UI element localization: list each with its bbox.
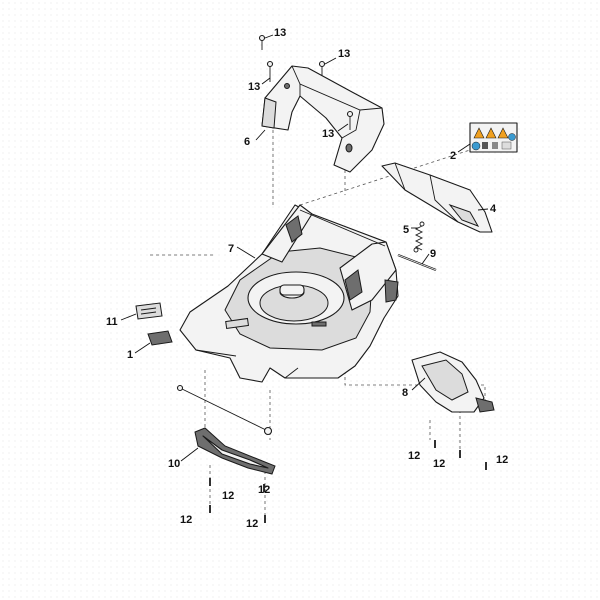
- rear-flap-icon: [381, 162, 493, 233]
- callout-6: 6: [244, 136, 250, 148]
- callout-10: 10: [168, 458, 180, 470]
- callout-12-a: 12: [408, 450, 420, 462]
- callout-8: 8: [402, 387, 408, 399]
- deck-icon: [179, 204, 399, 383]
- callout-7: 7: [228, 243, 234, 255]
- callout-12-c: 12: [496, 454, 508, 466]
- callout-13-right: 13: [338, 48, 350, 60]
- spring-icon: [413, 221, 425, 253]
- callout-labels: 13 13 13 13 6 2 4 5 7 9 11 1 8 10 12 12 …: [106, 27, 508, 530]
- callout-9: 9: [430, 248, 436, 260]
- screw-icon: [209, 440, 487, 523]
- callout-12-e: 12: [258, 484, 270, 496]
- callout-5: 5: [403, 224, 409, 236]
- callout-13-top: 13: [274, 27, 286, 39]
- callout-12-b: 12: [433, 458, 445, 470]
- callout-13-mid: 13: [322, 128, 334, 140]
- label-icon: [135, 302, 173, 346]
- callout-12-g: 12: [246, 518, 258, 530]
- callout-12-f: 12: [180, 514, 192, 526]
- leader-lines: [120, 34, 489, 462]
- handle-mount-icon: [261, 65, 385, 173]
- warning-decal-icon: [469, 122, 518, 153]
- mulch-plug-icon: [411, 351, 495, 413]
- callout-2: 2: [450, 150, 456, 162]
- bolt-icon: [258, 34, 354, 130]
- hinge-bracket-icon: [176, 384, 276, 475]
- callout-12-d: 12: [222, 490, 234, 502]
- callout-4: 4: [490, 203, 497, 215]
- rod-icon: [397, 253, 437, 272]
- callout-11: 11: [106, 316, 118, 328]
- callout-13-left: 13: [248, 81, 260, 93]
- callout-1: 1: [127, 349, 133, 361]
